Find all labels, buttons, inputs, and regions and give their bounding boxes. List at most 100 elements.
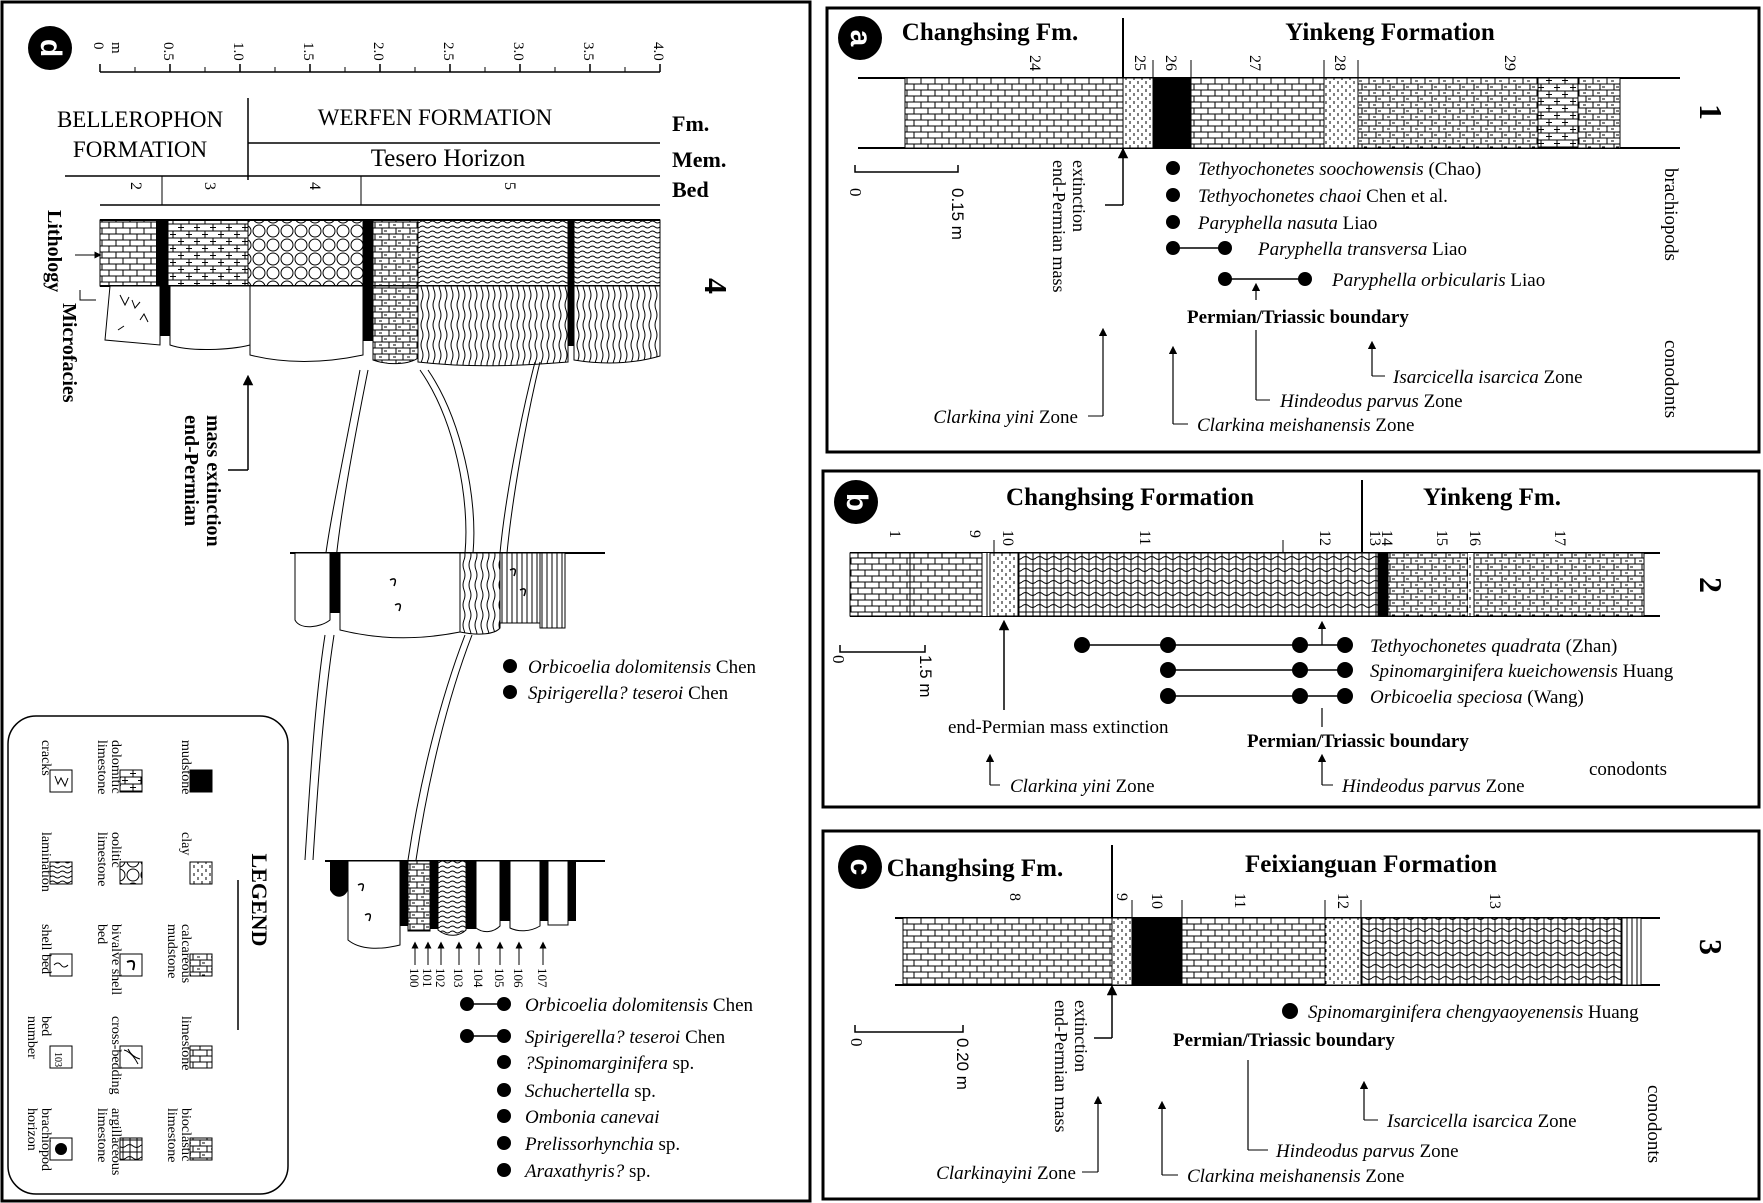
panel-b-scale-bar: 0 1.5 m — [829, 645, 935, 698]
bed-label: 28 — [1331, 55, 1348, 71]
clay-swatch — [189, 861, 213, 885]
legend-item: ooliticlimestone — [94, 832, 143, 886]
bivalve-shell-bed-icon — [119, 953, 143, 977]
panel-a-boundary-label: Permian/Triassic boundary — [1187, 307, 1409, 328]
svg-text:Tethyochonetes chaoi Chen et a: Tethyochonetes chaoi Chen et al. — [1198, 186, 1448, 207]
svg-text:Hindeodus parvus Zone: Hindeodus parvus Zone — [1279, 391, 1463, 412]
svg-text:Orbicoelia speciosa (Wang): Orbicoelia speciosa (Wang) — [1370, 687, 1584, 708]
panel-d-mid-taxon-2: Spirigerella? teseroi Chen — [528, 683, 729, 704]
panel-d-mid-column — [290, 552, 605, 639]
panel-d-bed-2: 2 — [127, 182, 144, 190]
bed-label: 16 — [1466, 530, 1483, 546]
svg-text:Clarkina yini Zone: Clarkina yini Zone — [1010, 776, 1155, 797]
bed-label: 26 — [1162, 55, 1179, 71]
bed-label: 14 — [1378, 530, 1395, 546]
panel-d-low-taxon-4: Schuchertella sp. — [525, 1081, 656, 1102]
legend-label: cracks — [38, 740, 53, 776]
panel-b-zones: Clarkina yini Zone Hindeodus parvus Zone — [985, 753, 1525, 797]
panel-c-badge — [838, 845, 882, 889]
svg-text:1.5 m: 1.5 m — [916, 655, 935, 698]
panel-d-fm-left-2: FORMATION — [73, 137, 208, 162]
panel-a-scale-bar: 0 0.15 m — [846, 165, 967, 240]
panel-b-taxa: Tethyochonetes quadrata (Zhan) Spinomarg… — [1074, 636, 1674, 708]
legend-label: bioclasticlimestone — [164, 1108, 193, 1162]
panel-c-taxon-1: Spinomarginifera chengyaoyenensis Huang — [1308, 1002, 1639, 1023]
legend-item: cracks — [38, 740, 73, 793]
bed-number-label: 107 — [535, 968, 550, 988]
bed-label: 1 — [886, 530, 903, 538]
panel-d-extinction-label-1: end-Permian — [180, 415, 202, 526]
panel-b-fm-left: Changhsing Formation — [1006, 484, 1254, 511]
bed-number-label: 106 — [511, 968, 526, 988]
bioclastic-limestone-swatch — [189, 1137, 213, 1161]
panel-d-bed-3: 3 — [201, 182, 218, 190]
legend-item: cross-bedding — [108, 1016, 143, 1095]
bed-label: 10 — [1148, 893, 1165, 909]
panel-b-extinction-label: end-Permian mass extinction — [948, 717, 1169, 738]
bed-label: 11 — [1136, 530, 1153, 545]
svg-text:0.15 m: 0.15 m — [948, 188, 967, 240]
legend-label: bednumber — [24, 1016, 53, 1059]
bed-label: 12 — [1316, 530, 1333, 546]
svg-text:Clarkina meishanensis Zone: Clarkina meishanensis Zone — [1197, 415, 1414, 436]
legend-label: cross-bedding — [108, 1016, 123, 1095]
panel-b-badge — [834, 480, 878, 524]
panel-c-frame — [821, 829, 1761, 1201]
cracks-icon — [49, 769, 73, 793]
panel-d-badge-letter: d — [34, 39, 67, 57]
svg-text:0: 0 — [847, 1038, 866, 1047]
panel-d-lithology-label: Lithology — [43, 210, 65, 292]
limestone-swatch — [189, 1045, 213, 1069]
legend-item: limestone — [178, 1016, 213, 1070]
svg-text:Paryphella orbicularis Liao: Paryphella orbicularis Liao — [1331, 270, 1545, 291]
panel-d-member: Tesero Horizon — [371, 145, 526, 172]
panel-d-row-label-mem: Mem. — [672, 147, 726, 172]
panel-d-badge — [28, 26, 72, 70]
legend-label: argillaceouslimestone — [94, 1108, 123, 1175]
legend-label: brachiopodhorizon — [24, 1108, 53, 1171]
cross-bedding-icon — [119, 1045, 143, 1069]
panel-d-low-taxon-1: Orbicoelia dolomitensis Chen — [525, 995, 753, 1016]
panel-b-section — [849, 540, 1660, 617]
scale-tick-label: 3.5 — [580, 42, 596, 61]
panel-d-header: BELLEROPHON FORMATION WERFEN FORMATION T… — [57, 98, 726, 206]
panel-d-lithology-column — [99, 219, 661, 287]
panel-d-low-taxon-2: Spirigerella? teseroi Chen — [525, 1027, 726, 1048]
legend-item: dolomiticlimestone — [94, 740, 143, 794]
scale-tick-label: 1.0 — [230, 42, 246, 61]
bed-label: 29 — [1501, 55, 1518, 71]
svg-text:Clarkina meishanensis Zone: Clarkina meishanensis Zone — [1187, 1166, 1404, 1187]
panel-c-section — [895, 900, 1660, 986]
legend-item: bivalve shellbed — [94, 924, 143, 995]
bed-label: 15 — [1433, 530, 1450, 546]
panel-a-badge-letter: a — [844, 30, 877, 47]
panel-d-mid-taxa: Orbicoelia dolomitensis Chen Spirigerell… — [503, 657, 756, 704]
bed-label: 11 — [1231, 893, 1248, 908]
panel-c-zones: Isarcicella isarcica Zone Hindeodus parv… — [936, 1060, 1577, 1187]
svg-text:Isarcicella isarcica Zone: Isarcicella isarcica Zone — [1386, 1111, 1577, 1132]
panel-c-scale-bar: 0 0.20 m — [847, 1025, 972, 1090]
legend-label: mudstone — [178, 740, 193, 794]
dolomitic-limestone-swatch — [119, 769, 143, 793]
scale-tick-label: 3.0 — [510, 42, 526, 61]
bed-label: 12 — [1334, 893, 1351, 909]
panel-a-fm-left: Changhsing Fm. — [902, 19, 1078, 46]
panel-c-fm-left: Changhsing Fm. — [887, 855, 1063, 882]
bed-label: 9 — [1113, 893, 1130, 901]
panel-b-row-number: 2 — [1693, 577, 1729, 593]
panel-d-row-number: 4 — [698, 278, 734, 294]
svg-text:Spinomarginifera kueichowensis: Spinomarginifera kueichowensis Huang — [1370, 661, 1674, 682]
legend-label: limestone — [178, 1016, 193, 1070]
oolitic-limestone-swatch — [119, 861, 143, 885]
panel-b-boundary-label: Permian/Triassic boundary — [1247, 731, 1469, 752]
panel-d-fm-right: WERFEN FORMATION — [318, 105, 553, 130]
bed-label: 9 — [966, 530, 983, 538]
svg-text:Hindeodus parvus Zone: Hindeodus parvus Zone — [1341, 776, 1525, 797]
scale-tick-label: 4.0 — [650, 42, 666, 61]
panel-d-bed-4: 4 — [306, 182, 323, 190]
